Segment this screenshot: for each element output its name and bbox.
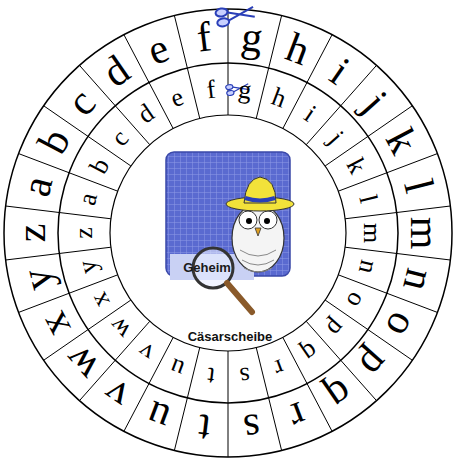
- cell-divider: [59, 247, 111, 253]
- cell-divider: [228, 9, 229, 63]
- cell-divider: [187, 348, 199, 398]
- cell-divider: [345, 247, 397, 253]
- ring-dividers: [6, 9, 451, 457]
- inner-letter: m: [359, 223, 385, 243]
- cell-divider: [256, 68, 268, 118]
- cell-divider: [397, 206, 451, 213]
- cell-divider: [345, 213, 397, 219]
- outer-disc: [4, 9, 452, 457]
- inner-letter: z: [71, 227, 97, 239]
- wheel-title: Cäsarscheibe: [188, 330, 273, 343]
- cell-divider: [174, 16, 187, 68]
- inner-disc: [58, 63, 398, 403]
- owl-picture: [166, 152, 294, 312]
- outer-letter: z: [10, 224, 52, 243]
- cell-divider: [69, 173, 118, 191]
- cell-divider: [6, 206, 60, 213]
- cell-divider: [187, 68, 199, 118]
- cell-divider: [6, 253, 60, 260]
- cell-divider: [256, 348, 268, 398]
- secret-word: Geheim: [183, 261, 231, 274]
- cell-divider: [228, 403, 229, 457]
- cell-divider: [174, 398, 187, 450]
- inner-ring-edge: [110, 115, 346, 351]
- cell-divider: [69, 275, 118, 293]
- cell-divider: [228, 351, 229, 403]
- cell-divider: [59, 213, 111, 219]
- cell-divider: [269, 16, 282, 68]
- outer-letter: m: [404, 217, 446, 250]
- cell-divider: [269, 398, 282, 450]
- cell-divider: [397, 253, 451, 260]
